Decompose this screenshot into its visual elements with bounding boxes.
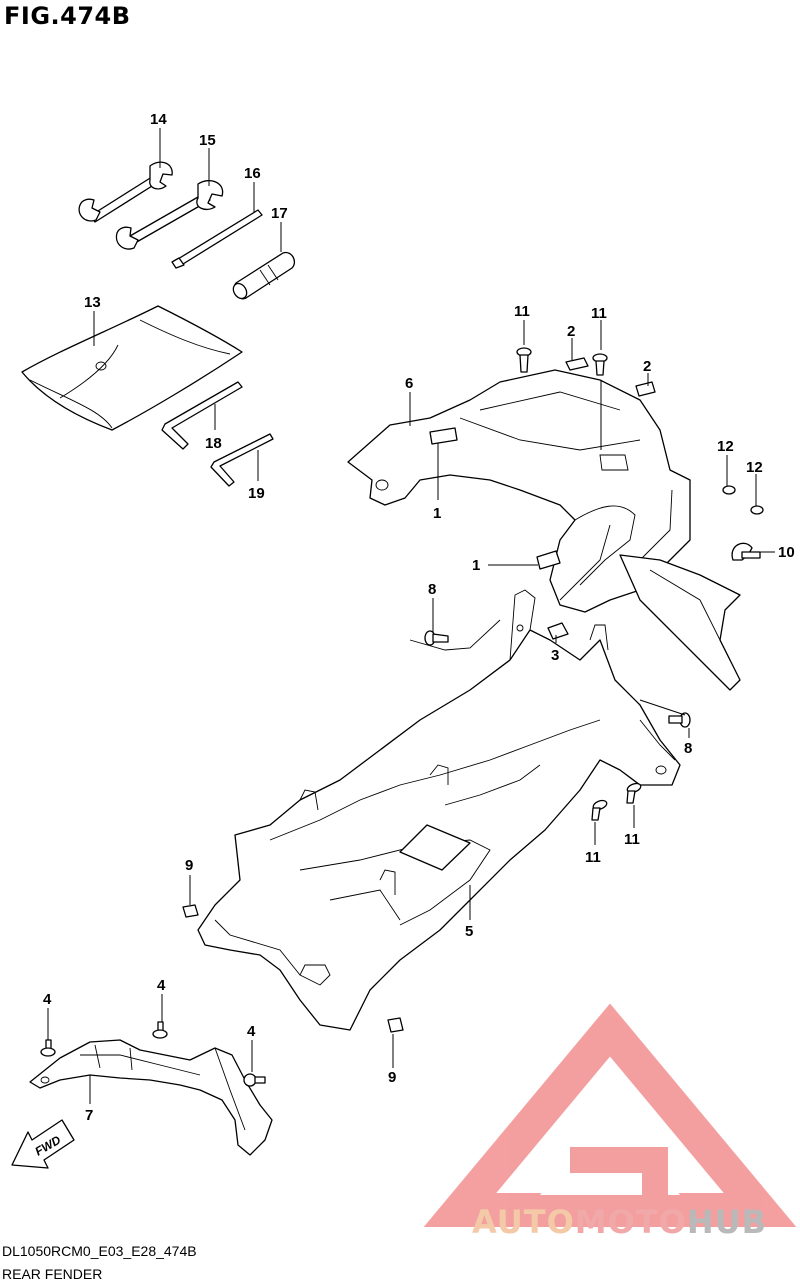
handle-17 <box>232 251 296 300</box>
tail-piece <box>619 554 741 691</box>
callout-9b: 9 <box>388 1069 396 1086</box>
sticker-2a <box>565 357 589 371</box>
bolt-11d <box>626 782 642 804</box>
callout-4c: 4 <box>247 1023 256 1040</box>
watermark-part-1: AUTO <box>472 1203 575 1241</box>
callout-8b: 8 <box>684 740 692 757</box>
wrench-15 <box>115 180 224 250</box>
callout-11b: 11 <box>591 305 607 322</box>
callout-12a: 12 <box>717 438 734 455</box>
leader-lines <box>47 128 775 1104</box>
bolt-4b <box>152 1021 168 1039</box>
callout-2b: 2 <box>643 358 651 375</box>
diagram-name: REAR FENDER <box>2 1266 103 1282</box>
callout-18: 18 <box>205 435 222 452</box>
callout-17: 17 <box>271 205 288 222</box>
callout-16: 16 <box>244 165 261 182</box>
callout-4a: 4 <box>43 991 52 1008</box>
watermark-part-2: MOTO <box>574 1203 687 1241</box>
washer-12b <box>750 505 764 515</box>
callout-11d: 11 <box>624 831 640 848</box>
rear-fender-5 <box>197 589 681 1031</box>
nut-9a <box>182 904 199 918</box>
sticker-1 <box>536 550 561 570</box>
bolt-4c <box>243 1073 266 1087</box>
bracket-7 <box>29 1039 273 1156</box>
bolt-11c <box>591 799 608 821</box>
sticker-2b <box>635 381 656 397</box>
callout-labels: 14 15 16 17 13 18 19 11 11 2 2 6 1 1 12 … <box>43 111 795 1124</box>
rear-cover-6 <box>347 369 691 613</box>
tool-bag-13 <box>21 305 243 431</box>
callout-10: 10 <box>778 544 795 561</box>
hex-key-18 <box>161 381 243 450</box>
callout-19: 19 <box>248 485 265 502</box>
fwd-arrow: FWD <box>11 1119 75 1169</box>
callout-2a: 2 <box>567 323 575 340</box>
watermark-part-3: HUB <box>686 1203 768 1241</box>
callout-8a: 8 <box>428 581 436 598</box>
callout-11a: 11 <box>514 303 530 320</box>
callout-14: 14 <box>150 111 167 128</box>
callout-7: 7 <box>85 1107 93 1124</box>
wrench-14 <box>78 161 173 223</box>
screwdriver-16 <box>171 209 263 269</box>
hex-key-19 <box>210 433 274 487</box>
bolt-8b <box>668 712 691 728</box>
callout-13: 13 <box>84 294 101 311</box>
watermark-logo <box>423 1003 797 1227</box>
callout-5: 5 <box>465 923 473 940</box>
callout-3: 3 <box>551 647 559 664</box>
callout-9a: 9 <box>185 857 193 874</box>
watermark-text: AUTOMOTOHUB <box>472 1203 767 1241</box>
callout-1b: 1 <box>472 557 480 574</box>
diagram-code: DL1050RCM0_E03_E28_474B <box>2 1243 197 1259</box>
figure-title: FIG.474B <box>4 2 131 30</box>
callout-1a: 1 <box>433 505 441 522</box>
callout-6: 6 <box>405 375 413 392</box>
clip-10 <box>731 542 761 561</box>
bolt-4a <box>40 1039 56 1057</box>
washer-12a <box>722 485 736 495</box>
callout-4b: 4 <box>157 977 166 994</box>
bolt-11-top <box>516 347 532 373</box>
bolt-11-top-right <box>592 353 608 376</box>
callout-15: 15 <box>199 132 216 149</box>
bolt-8a <box>424 630 449 646</box>
nut-9b <box>387 1017 404 1033</box>
callout-11c: 11 <box>585 849 601 866</box>
callout-12b: 12 <box>746 459 763 476</box>
sticker-3 <box>547 622 569 640</box>
